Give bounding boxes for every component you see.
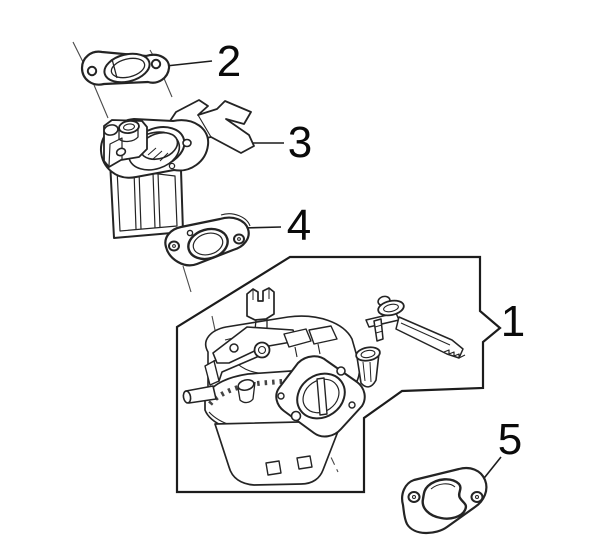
callout-label-3: 3 (287, 118, 313, 167)
bottom-gasket-illustration (401, 466, 488, 535)
callout-label-4: 4 (286, 201, 312, 250)
leader-line-2 (165, 60, 213, 67)
insulator-illustration (99, 99, 255, 239)
part-1-boundary-box (175, 255, 502, 494)
carburetor-illustration (182, 287, 381, 486)
callout-label-5: 5 (497, 415, 523, 464)
lower-gasket-illustration (164, 213, 251, 267)
choke-rod-illustration (365, 295, 466, 359)
callout-label-1: 1 (500, 297, 526, 346)
callout-label-2: 2 (216, 37, 242, 86)
upper-gasket-illustration (80, 50, 171, 86)
